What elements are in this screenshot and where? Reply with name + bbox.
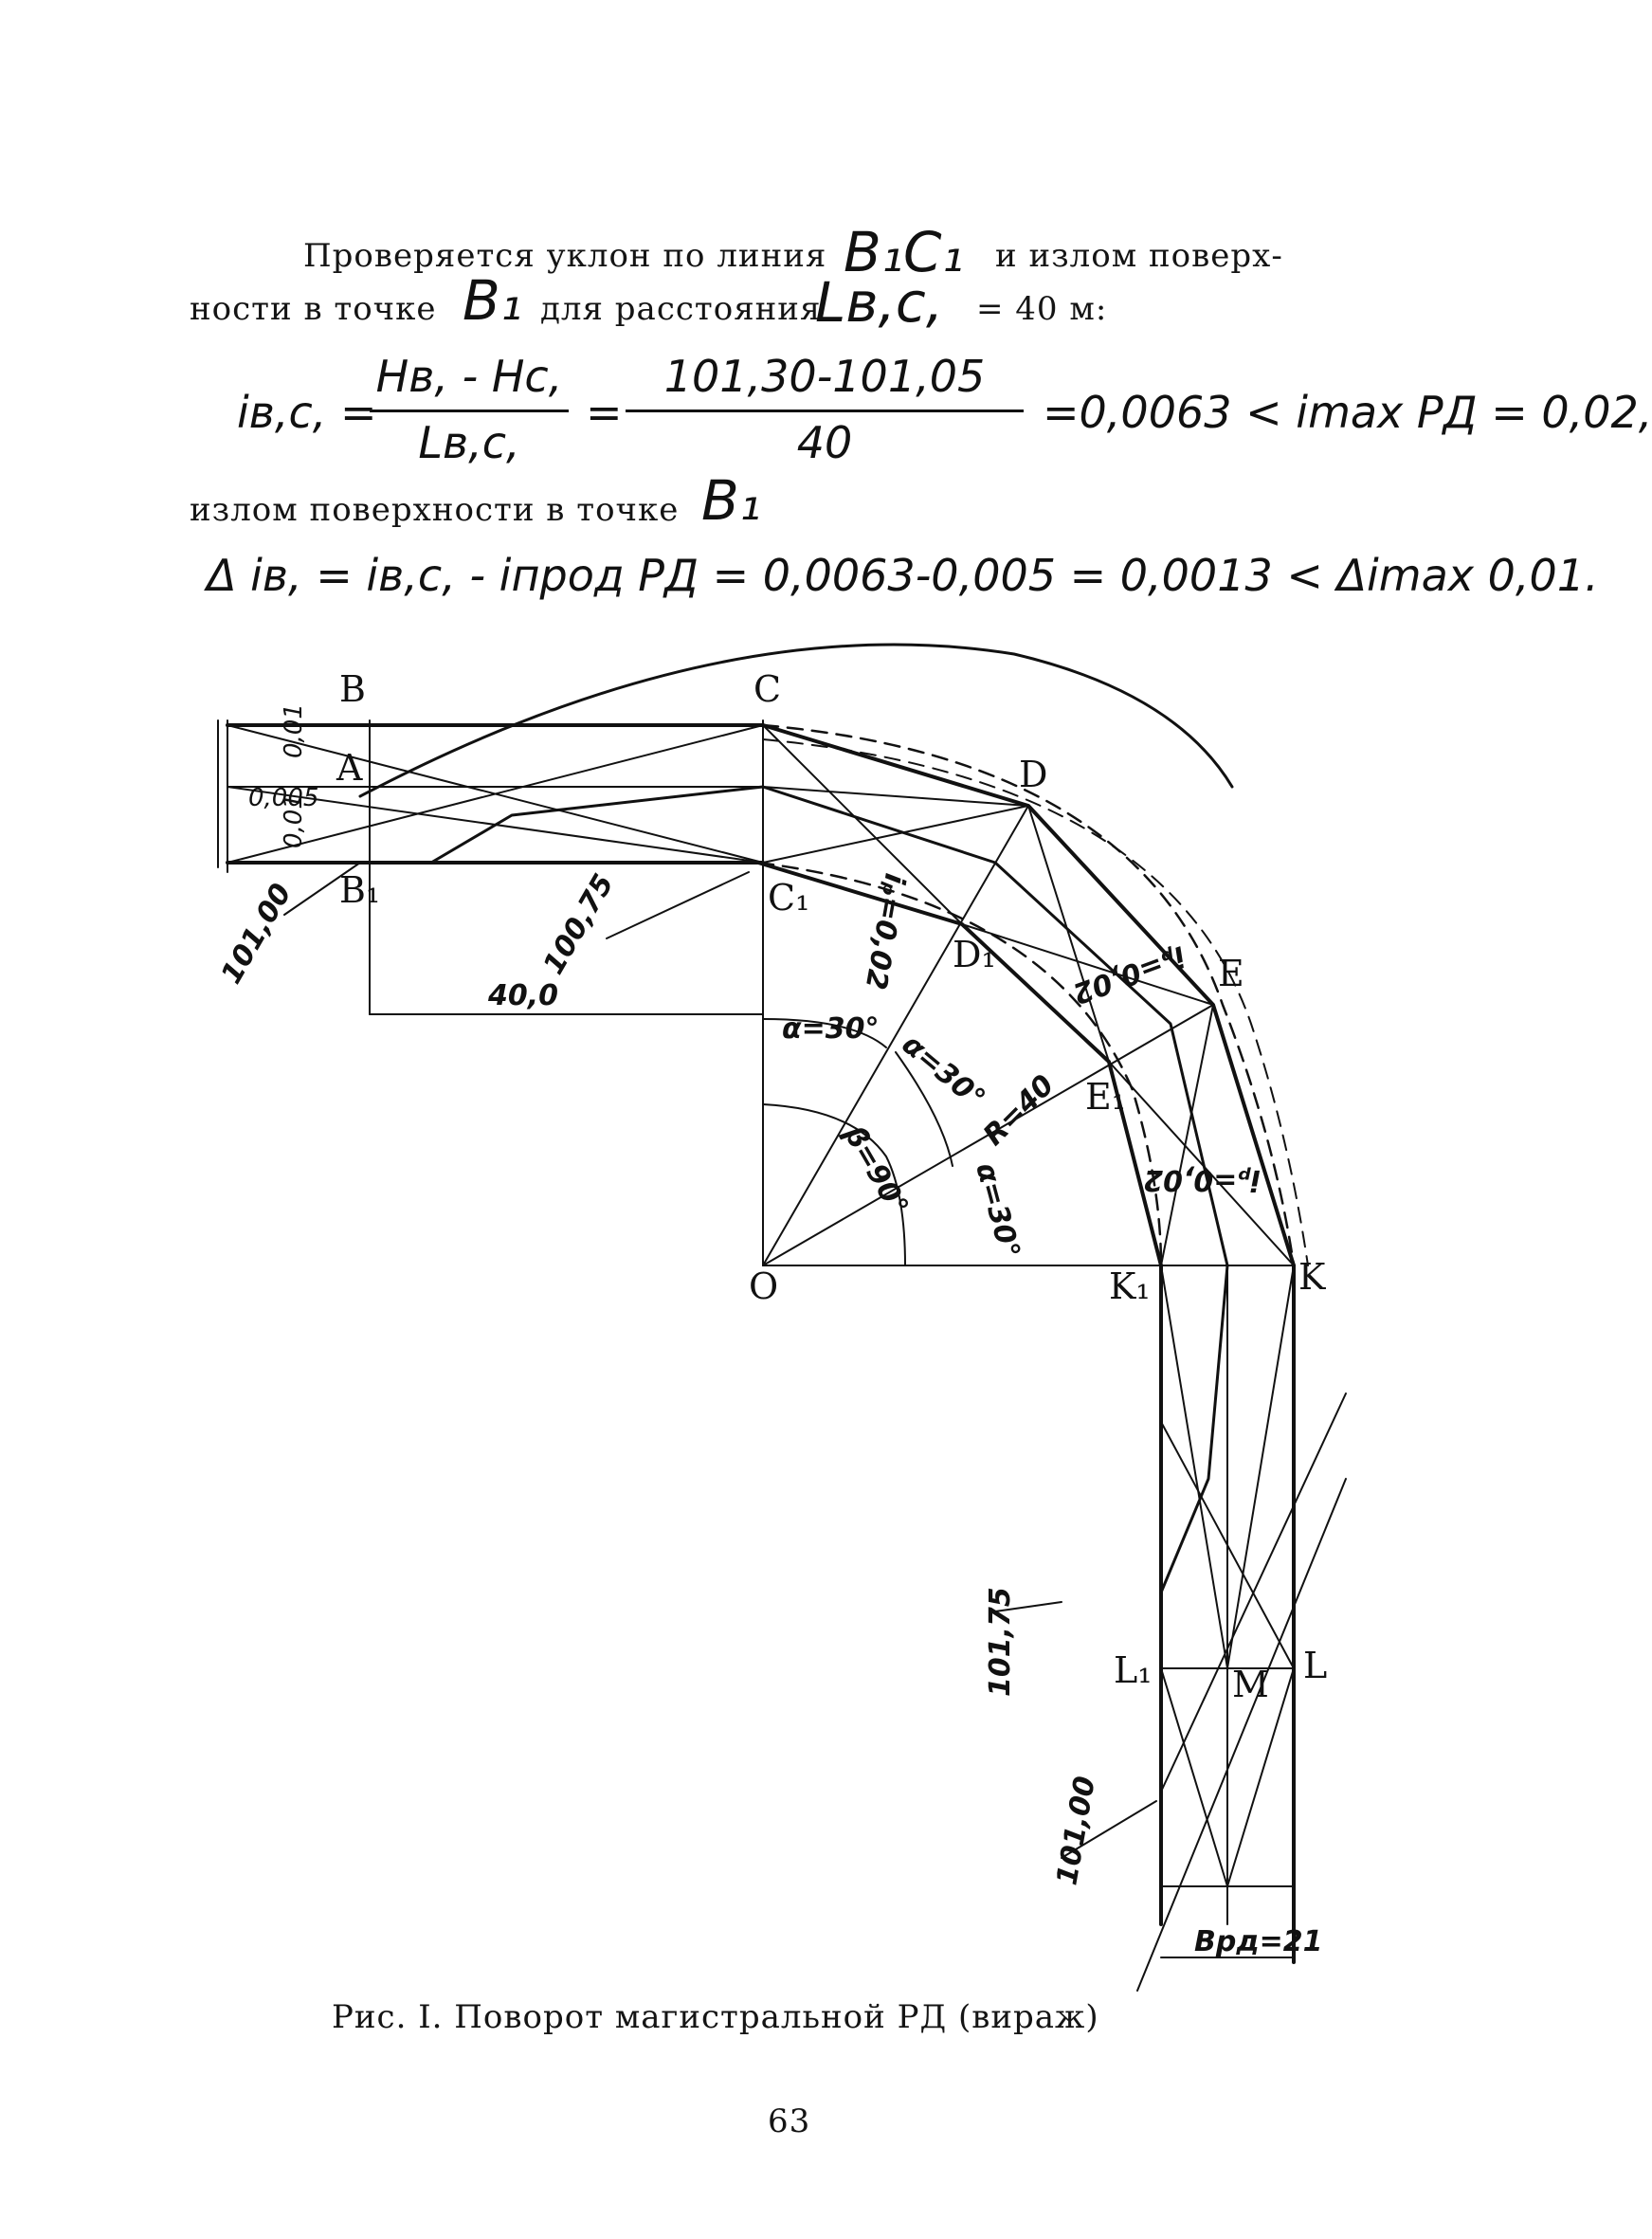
point-d: D	[1019, 754, 1047, 795]
paragraph-line3: излом поверхности в точке	[190, 491, 680, 529]
slope-mid-label: 0,005	[248, 784, 318, 812]
formula1-den2: 40	[796, 417, 853, 468]
point-k: K	[1298, 1256, 1326, 1298]
point-e: E	[1218, 953, 1244, 994]
slope-cd-label: iₚ=0,02	[859, 871, 912, 992]
beta-label: β=90°	[837, 1120, 915, 1222]
point-k1: K₁	[1109, 1265, 1151, 1307]
width-label: Bрд=21	[1194, 1925, 1322, 1958]
point-l: L	[1303, 1645, 1327, 1686]
contour-10100-left: 101,00	[215, 878, 299, 990]
formula1-num1: Hв, - Hс,	[375, 351, 563, 402]
point-m: M	[1232, 1664, 1269, 1705]
symbol-b1: B₁	[463, 268, 523, 333]
slope-ek-label: iₚ=0,02	[1143, 1163, 1261, 1196]
formula1-den1: Lв,с,	[418, 417, 520, 468]
paragraph-line1-tail: и излом поверх-	[995, 237, 1283, 275]
point-o: O	[749, 1265, 778, 1307]
point-e1: E₁	[1085, 1076, 1126, 1118]
paragraph-line2: ности в точке	[190, 290, 437, 328]
slope-bot-label: 0,01	[280, 793, 308, 848]
point-a: A	[336, 747, 363, 789]
formula1-rhs: =0,0063 < imax РД = 0,02,	[1043, 387, 1652, 438]
paragraph-line2-mid: для расстояния	[540, 290, 822, 328]
symbol-b1c1: B₁C₁	[844, 220, 964, 284]
point-d1: D₁	[953, 934, 996, 975]
formula1-bar2	[626, 410, 1024, 412]
contour-10175-right: 101,75	[984, 1587, 1017, 1697]
figure-caption: Рис. I. Поворот магистральной РД (вираж)	[332, 1998, 1099, 2036]
point-l1: L₁	[1114, 1649, 1152, 1691]
point-b: B	[339, 668, 366, 710]
formula1-lhs: iв,с, =	[237, 387, 377, 438]
symbol-b1-line3: B₁	[701, 468, 762, 533]
formula1-bar1	[370, 410, 569, 412]
point-c: C	[753, 668, 781, 710]
symbol-lbc: Lв,с,	[815, 270, 944, 335]
paragraph-line1: Проверяется уклон по линия	[303, 237, 827, 275]
formula2: Δ iв, = iв,с, - iпрод РД = 0,0063-0,005 …	[207, 550, 1599, 601]
formula1-eq: =	[586, 387, 623, 438]
document-page: Проверяется уклон по линия B₁C₁ и излом …	[190, 220, 1652, 2140]
contour-10075-left: 100,75	[537, 868, 621, 980]
dimension-40: 40,0	[487, 979, 558, 1012]
alpha-label-3: α=30°	[969, 1159, 1026, 1262]
taxiway-turn-drawing: B A B₁ C C₁ D D₁ E E₁ O K K₁ L L₁ M 0,01…	[215, 643, 1347, 1992]
point-b1: B₁	[339, 869, 380, 911]
slope-de-label: iₚ=0,02	[1068, 938, 1189, 1010]
point-c1: C₁	[768, 877, 809, 919]
page-number: 63	[768, 2102, 811, 2140]
radius-label: R=40	[977, 1068, 1061, 1152]
formula1-num2: 101,30-101,05	[663, 351, 986, 402]
alpha-label-1: α=30°	[782, 1012, 880, 1046]
contour-10100-right: 101,00	[1050, 1774, 1102, 1887]
slope-top-label: 0,01	[280, 703, 308, 758]
paragraph-line2-tail: = 40 м:	[976, 290, 1108, 328]
